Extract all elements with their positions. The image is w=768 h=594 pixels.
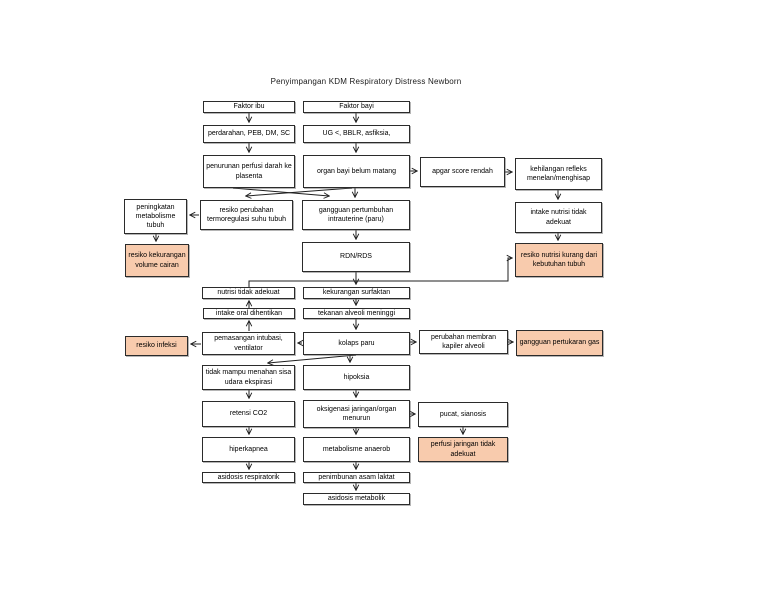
node-resiko-nutrisi-kurang: resiko nutrisi kurang dari kebutuhan tub… — [515, 243, 603, 277]
node-resiko-kekurangan-volume: resiko kekurangan volume cairan — [125, 244, 189, 277]
node-kolaps-paru: kolaps paru — [303, 332, 410, 355]
page-title: Penyimpangan KDM Respiratory Distress Ne… — [270, 77, 462, 86]
node-apgar-rendah: apgar score rendah — [420, 157, 505, 187]
node-ug-bblr: UG <, BBLR, asfiksia, — [303, 125, 410, 143]
node-gangguan-pertumbuhan: gangguan pertumbuhan intrauterine (paru) — [302, 200, 410, 230]
node-intake-oral-dihentikan: intake oral dihentikan — [203, 308, 295, 319]
node-peningkatan-metabolisme: peningkatan metabolisme tubuh — [124, 199, 187, 234]
node-hiperkapnea: hiperkapnea — [202, 437, 295, 462]
edge-organ-bayi--resiko-termoregulasi — [246, 187, 353, 196]
node-metabolisme-anaerob: metabolisme anaerob — [303, 437, 410, 462]
node-penimbunan-asam-laktat: penimbunan asam laktat — [303, 472, 410, 483]
node-perfusi-jaringan: perfusi jaringan tidak adekuat — [418, 437, 508, 462]
node-penurunan-perfusi: penurunan perfusi darah ke plasenta — [203, 155, 295, 188]
node-kehilangan-refleks: kehilangan refleks menelan/menghisap — [515, 158, 602, 190]
node-organ-bayi: organ bayi belum matang — [303, 155, 410, 188]
node-perdarahan: perdarahan, PEB, DM, SC — [203, 125, 295, 143]
node-faktor-ibu: Faktor ibu — [203, 101, 295, 113]
node-resiko-infeksi: resiko infeksi — [125, 336, 188, 356]
node-retensi-co2: retensi CO2 — [202, 401, 295, 427]
node-resiko-termoregulasi: resiko perubahan termoregulasi suhu tubu… — [200, 200, 293, 230]
edge-penurunan-perfusi--gangguan-pertumbuhan — [232, 187, 329, 196]
node-kekurangan-surfaktan: kekurangan surfaktan — [303, 287, 410, 299]
node-hipoksia: hipoksia — [303, 365, 410, 390]
edge-kolaps-paru--tidak-mampu-menahan — [268, 354, 357, 363]
node-tekanan-alveoli: tekanan alveoli meninggi — [303, 308, 410, 319]
node-pemasangan-intubasi: pemasangan intubasi, ventilator — [202, 332, 295, 355]
node-perubahan-membran: perubahan membran kapiler alveoli — [419, 330, 508, 354]
node-asidosis-respiratorik: asidosis respiratorik — [202, 472, 295, 483]
node-pucat-sianosis: pucat, sianosis — [418, 402, 508, 427]
node-rdn-rds: RDN/RDS — [302, 242, 410, 272]
node-tidak-mampu-menahan: tidak mampu menahan sisa udara ekspirasi — [202, 365, 295, 390]
node-gangguan-pertukaran-gas: gangguan pertukaran gas — [516, 330, 603, 356]
node-nutrisi-tidak-adekuat: nutrisi tidak adekuat — [202, 287, 295, 299]
node-faktor-bayi: Faktor bayi — [303, 101, 410, 113]
node-intake-nutrisi-tidak-adekuat: intake nutrisi tidak adekuat — [515, 202, 602, 233]
node-asidosis-metabolik: asidosis metabolik — [303, 493, 410, 505]
node-oksigenasi-menurun: oksigenasi jaringan/organ menurun — [303, 400, 410, 428]
